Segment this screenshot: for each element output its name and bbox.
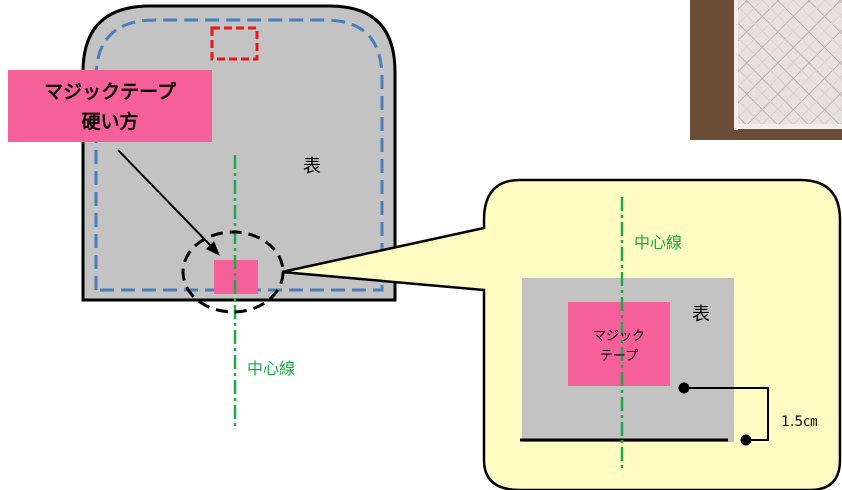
detail-velcro-line1: マジック — [593, 329, 645, 344]
top-velcro-marker — [210, 26, 259, 61]
stitch-line — [94, 18, 384, 292]
quilted-fabric-photo — [690, 0, 842, 140]
detail-velcro-line2: テープ — [600, 349, 638, 364]
callout-text-line2: 硬い方 — [81, 110, 138, 133]
detail-face-label: 表 — [692, 304, 710, 325]
main-centerline-label: 中心線 — [247, 359, 295, 378]
detail-bubble — [281, 178, 842, 490]
velcro-callout — [8, 70, 220, 256]
distance-bracket — [678, 382, 769, 446]
callout-text-line1: マジックテープ — [44, 80, 177, 103]
distance-label: 1.5㎝ — [781, 414, 817, 430]
detail-centerline-label: 中心線 — [634, 233, 682, 252]
bib-fabric-front — [81, 4, 397, 430]
callout-arrow — [117, 149, 214, 249]
detail-velcro — [568, 302, 670, 386]
main-face-label: 表 — [303, 156, 321, 177]
arrow-head — [206, 241, 220, 256]
